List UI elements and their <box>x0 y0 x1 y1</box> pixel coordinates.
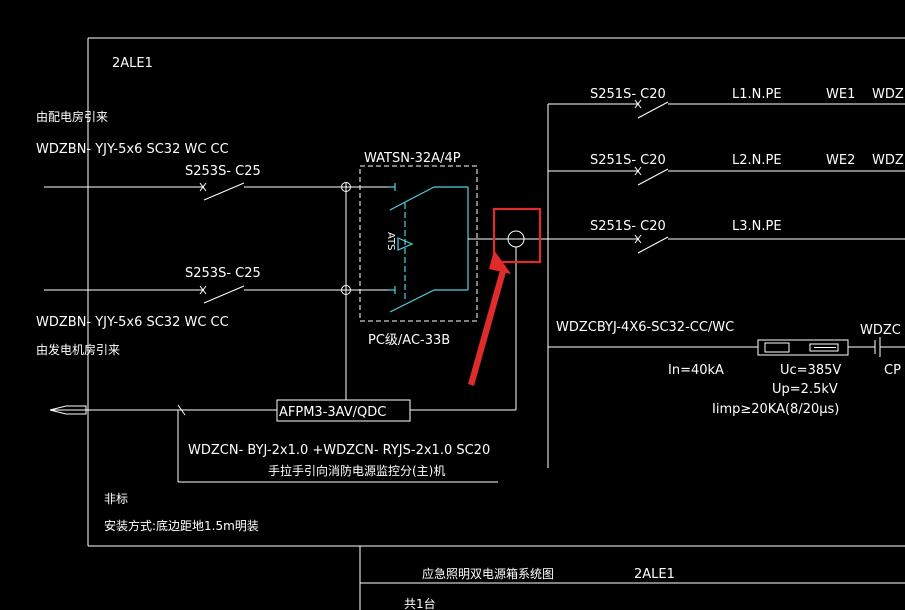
circuit-1-breaker: S251S- C20 <box>590 87 666 102</box>
note-installation: 安装方式:底边距地1.5m明装 <box>104 518 259 533</box>
spd-cut-bottom: CP <box>884 363 901 378</box>
title-block-code: 2ALE1 <box>634 567 675 582</box>
monitor-module-label: AFPM3-3AV/QDC <box>279 405 386 420</box>
monitor-cable-label: WDZCN- BYJ-2x1.0 +WDZCN- RYJS-2x1.0 SC20 <box>188 443 490 458</box>
main-feed-line <box>44 182 392 201</box>
title-block-name: 应急照明双电源箱系统图 <box>422 566 554 581</box>
ats-dashed-box <box>359 165 478 322</box>
circuit-2 <box>548 166 905 186</box>
spd-up: Up=2.5kV <box>772 382 838 397</box>
circuit-2-phase: L2.N.PE <box>732 153 782 168</box>
backup-source-cable: WDZBN- YJY-5x6 SC32 WC CC <box>36 315 229 330</box>
circuit-1-cable: WDZ <box>872 87 904 102</box>
ats-symbol-text: ATS <box>385 232 396 251</box>
ats-switch-symbol <box>388 183 469 313</box>
circuit-1-id: WE1 <box>826 87 855 102</box>
monitor-caption: 手拉手引向消防电源监控分(主)机 <box>268 463 445 478</box>
backup-source-origin: 由发电机房引来 <box>36 342 120 357</box>
main-source-origin: 由配电房引来 <box>36 109 108 124</box>
circuit-2-id: WE2 <box>826 153 855 168</box>
ats-grade-label: PC级/AC-33B <box>368 333 450 348</box>
spd-cable-label: WDZCBYJ-4X6-SC32-CC/WC <box>556 320 734 335</box>
annotation-arrow <box>468 250 511 386</box>
box-id-label: 2ALE1 <box>112 56 153 71</box>
spd-uc: Uc=385V <box>780 363 841 378</box>
circuit-3-breaker: S251S- C20 <box>590 219 666 234</box>
circuit-3 <box>548 234 905 254</box>
circuit-3-phase: L3.N.PE <box>732 219 782 234</box>
highlight-box <box>492 207 542 264</box>
monitor-line <box>49 404 516 416</box>
backup-breaker-label: S253S- C25 <box>185 266 261 281</box>
note-nonstandard: 非标 <box>104 492 128 506</box>
circuit-1-phase: L1.N.PE <box>732 87 782 102</box>
spd-cut-top: WDZC <box>860 323 901 338</box>
title-block-qty: 共1台 <box>404 596 436 610</box>
circuit-2-cable: WDZ <box>872 153 904 168</box>
spd-branch <box>548 337 905 357</box>
spd-imp: Iimp≥20KA(8/20μs) <box>712 402 839 417</box>
ats-model-label: WATSN-32A/4P <box>364 151 461 166</box>
circuit-2-breaker: S251S- C20 <box>590 153 666 168</box>
main-breaker-label: S253S- C25 <box>185 164 261 179</box>
circuit-1 <box>548 99 905 119</box>
backup-feed-line <box>44 285 392 304</box>
spd-in: In=40kA <box>668 363 724 378</box>
main-source-cable: WDZBN- YJY-5x6 SC32 WC CC <box>36 142 229 157</box>
